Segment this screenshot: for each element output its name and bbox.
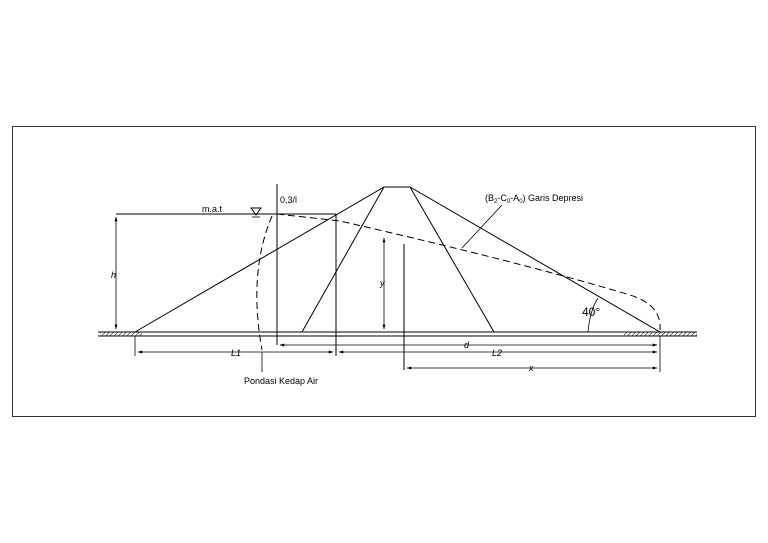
label-l1: L1 [231, 348, 241, 358]
core-upstream-face [301, 186, 385, 333]
foundation-curve [256, 215, 273, 351]
ground-hatch-left [100, 332, 142, 336]
label-pondasi: Pondasi Kedap Air [244, 376, 318, 386]
ground-hatch-right-outer [664, 332, 697, 336]
label-03l: 0,3/l [280, 195, 297, 205]
garis-depresi-leader [461, 204, 503, 249]
label-d: d [464, 340, 470, 350]
water-level-marker-icon [250, 207, 262, 216]
phreatic-line [276, 213, 661, 331]
label-h: h [111, 270, 116, 280]
ground-hatch-right [624, 332, 664, 336]
label-mat: m.a.t [202, 204, 223, 214]
label-x: x [528, 363, 534, 373]
label-y: y [379, 278, 385, 288]
drawing-frame [12, 126, 756, 417]
core-downstream-face [409, 186, 495, 333]
label-garis-depresi: (B2-C0-A0) Garis Depresi [485, 193, 583, 205]
label-angle: 40° [582, 305, 600, 319]
angle-arc [587, 297, 599, 333]
label-l2: L2 [492, 348, 502, 358]
